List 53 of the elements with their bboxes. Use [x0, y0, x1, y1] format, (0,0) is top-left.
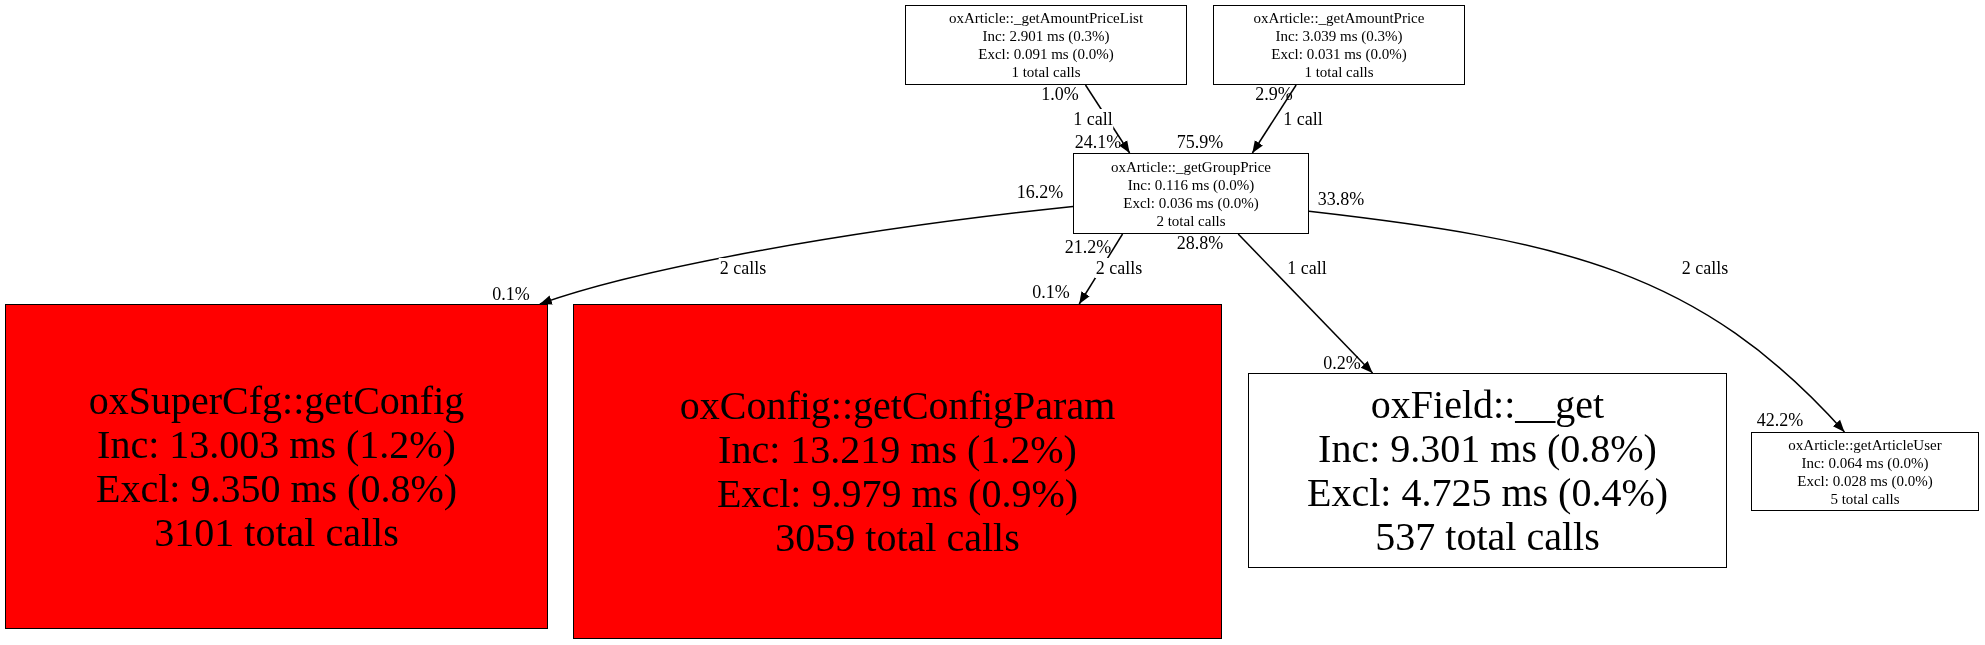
percentage-label: 75.9% — [1176, 132, 1224, 152]
function-stat: Inc: 0.064 ms (0.0%) — [1801, 453, 1929, 472]
function-stat: 5 total calls — [1830, 489, 1900, 508]
percentage-label: 0.1% — [1032, 282, 1070, 302]
function-stat: Inc: 13.219 ms (1.2%) — [718, 427, 1077, 472]
function-box — [1751, 432, 1979, 511]
function-stat: Excl: 9.350 ms (0.8%) — [95, 466, 458, 511]
function-box — [1248, 373, 1727, 568]
edge-label: 1 call — [1072, 109, 1114, 129]
function-name: oxConfig::getConfigParam — [679, 383, 1116, 428]
arrow — [1251, 84, 1297, 154]
percentage-label: 0.2% — [1323, 353, 1361, 373]
function-stat: Excl: 0.091 ms (0.0%) — [978, 45, 1114, 63]
percentage-label: 0.1% — [492, 284, 530, 304]
function-stat: Inc: 0.116 ms (0.0%) — [1127, 175, 1255, 194]
percentage-label: 28.8% — [1176, 233, 1224, 253]
arrow — [1237, 233, 1374, 374]
function-stat: 1 total calls — [1304, 63, 1374, 81]
function-box — [5, 304, 548, 629]
arrow — [1308, 210, 1846, 433]
function-name: oxSuperCfg::getConfig — [88, 378, 465, 423]
function-stat: 537 total calls — [1375, 514, 1600, 559]
function-stat: 3101 total calls — [154, 510, 399, 555]
function-stat: Excl: 0.028 ms (0.0%) — [1797, 471, 1933, 490]
arrow — [539, 205, 1074, 305]
edge-label: 2 calls — [1094, 258, 1144, 278]
function-box — [905, 5, 1187, 85]
function-stat: Inc: 3.039 ms (0.3%) — [1275, 27, 1403, 45]
function-stat: Inc: 13.003 ms (1.2%) — [97, 422, 456, 467]
percentage-label: 33.8% — [1317, 189, 1365, 209]
function-stat: Excl: 0.036 ms (0.0%) — [1123, 193, 1259, 212]
function-name: oxField::__get — [1370, 382, 1605, 427]
function-box — [573, 304, 1222, 639]
function-box — [1213, 5, 1465, 85]
function-stat: 1 total calls — [1011, 63, 1081, 81]
function-box — [1073, 153, 1309, 234]
function-stat: Excl: 4.725 ms (0.4%) — [1306, 470, 1669, 515]
percentage-label: 21.2% — [1064, 237, 1112, 257]
function-stat: Inc: 2.901 ms (0.3%) — [982, 27, 1110, 45]
function-name: oxArticle::_getAmountPrice — [1253, 9, 1425, 27]
percentage-label: 16.2% — [1016, 182, 1064, 202]
function-name: oxArticle::getArticleUser — [1788, 435, 1942, 454]
function-name: oxArticle::_getGroupPrice — [1111, 157, 1271, 176]
percentage-label: 2.9% — [1255, 84, 1293, 104]
function-stat: Excl: 9.979 ms (0.9%) — [716, 471, 1079, 516]
function-name: oxArticle::_getAmountPriceList — [948, 9, 1144, 27]
percentage-label: 24.1% — [1074, 132, 1122, 152]
function-stat: 2 total calls — [1156, 211, 1226, 230]
function-stat: Excl: 0.031 ms (0.0%) — [1271, 45, 1407, 63]
function-stat: Inc: 9.301 ms (0.8%) — [1318, 426, 1657, 471]
percentage-label: 1.0% — [1041, 84, 1079, 104]
percentage-label: 42.2% — [1756, 410, 1804, 430]
function-stat: 3059 total calls — [775, 515, 1020, 560]
